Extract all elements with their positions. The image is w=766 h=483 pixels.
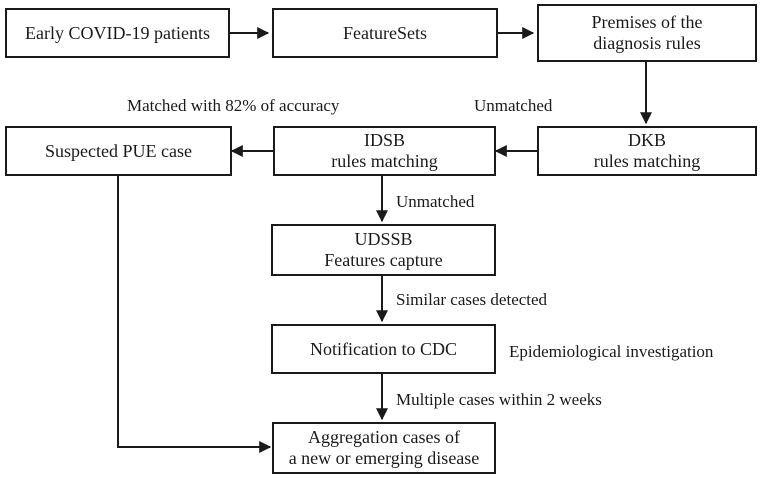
box-dkb-line-1: DKB (627, 130, 666, 150)
box-udssb: UDSSB Features capture (271, 224, 496, 276)
box-early-covid-patients-text: Early COVID-19 patients (25, 22, 210, 43)
label-multiple-cases: Multiple cases within 2 weeks (396, 390, 602, 409)
box-notification-cdc: Notification to CDC (271, 324, 496, 374)
box-notification-cdc-text: Notification to CDC (310, 338, 457, 359)
box-idsb-line-1: IDSB (363, 130, 405, 150)
arrow-suspected-to-aggregation (117, 176, 272, 453)
box-idsb-line-2: rules matching (331, 151, 438, 171)
box-idsb: IDSB rules matching (273, 126, 496, 176)
box-udssb-line-1: UDSSB (354, 229, 413, 249)
box-premises: Premises of the diagnosis rules (537, 4, 757, 62)
box-suspected-pue: Suspected PUE case (5, 126, 232, 176)
label-matched-accuracy: Matched with 82% of accuracy (127, 96, 340, 115)
box-featuresets-text: FeatureSets (343, 22, 427, 43)
box-dkb: DKB rules matching (537, 126, 757, 176)
box-aggregation: Aggregation cases of a new or emerging d… (272, 422, 496, 474)
box-udssb-line-2: Features capture (324, 250, 443, 270)
box-aggregation-line-2: a new or emerging disease (288, 448, 480, 468)
box-early-covid-patients: Early COVID-19 patients (5, 8, 230, 58)
box-suspected-pue-text: Suspected PUE case (45, 140, 192, 161)
label-unmatched-idsb: Unmatched (396, 192, 475, 211)
box-premises-line-1: Premises of the (591, 12, 703, 32)
box-dkb-line-2: rules matching (593, 151, 701, 171)
box-premises-line-2: diagnosis rules (593, 33, 701, 53)
label-similar-cases: Similar cases detected (396, 290, 548, 309)
label-unmatched-dkb: Unmatched (474, 96, 553, 115)
box-featuresets: FeatureSets (272, 8, 498, 58)
box-aggregation-line-1: Aggregation cases of (308, 427, 460, 447)
label-epidemiological-investigation: Epidemiological investigation (509, 342, 714, 361)
